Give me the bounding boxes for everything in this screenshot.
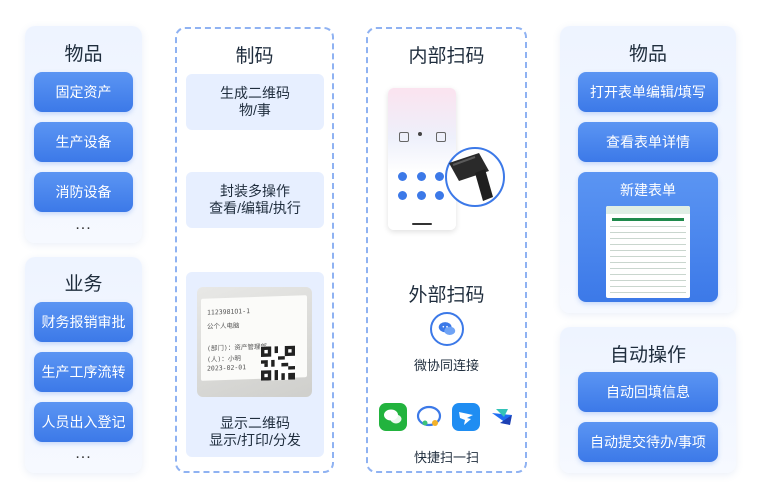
sheet-row [610,226,686,227]
internal-scan-title: 内部扫码 [408,46,485,67]
app-dot-4 [398,191,407,200]
items-title: 物品 [64,44,103,65]
fire-equipment-button[interactable]: 消防设备 [34,172,133,212]
feishu-icon[interactable] [488,403,516,431]
wechat-icon[interactable] [379,403,407,431]
sheet-row [610,244,686,245]
items-form-title: 物品 [628,44,667,65]
wechat-work-icon [430,312,464,346]
generate-qr-label: 生成二维码 [220,85,290,101]
label-line-1: 1123981O1-1 [207,307,251,317]
asset-label-paper: 1123981O1-1 公个人电脑 (部门)：资产管理部 (人)：小明 2023… [201,295,307,381]
scan-icon [399,132,409,142]
label-line-3: (部门)：资产管理部 [207,342,267,353]
production-equipment-button[interactable]: 生产设备 [34,122,133,162]
auto-fill-button[interactable]: 自动回填信息 [578,372,718,412]
fixed-assets-button[interactable]: 固定资产 [34,72,133,112]
new-form-label: 新建表单 [620,182,676,198]
sheet-row [610,238,686,239]
display-qr-sub: 显示/打印/分发 [209,432,301,448]
label-line-4: (人)：小明 [207,354,241,364]
sheet-row [610,250,686,251]
qr-code-icon [261,345,295,381]
package-ops-box: 封装多操作 查看/编辑/执行 [186,172,324,228]
auto-submit-button[interactable]: 自动提交待办/事项 [578,422,718,462]
sheet-title-bar [612,218,684,221]
list-icon [436,132,446,142]
items-more: ... [75,216,92,233]
sheet-row [610,280,686,281]
sheet-row [610,274,686,275]
barcode-scanner-icon [449,153,493,201]
app-dot-2 [417,172,426,181]
quick-scan-label: 快捷扫一扫 [413,450,479,465]
label-line-5: 2023-02-01 [207,363,247,373]
package-ops-sub: 查看/编辑/执行 [209,200,301,216]
home-indicator [412,223,432,225]
label-line-2: 公个人电脑 [207,321,240,331]
package-ops-label: 封装多操作 [220,183,290,199]
auto-ops-title: 自动操作 [609,345,686,366]
personnel-entry-button[interactable]: 人员出入登记 [34,402,133,442]
sheet-row [610,232,686,233]
auto-ops-panel: 自动操作 自动回填信息 自动提交待办/事项 [560,327,736,473]
app-dot-6 [435,191,444,200]
external-scan-title: 外部扫码 [408,285,485,306]
sheet-row [610,256,686,257]
sheet-row [610,268,686,269]
items-panel: 物品 固定资产 生产设备 消防设备 ... [25,26,142,243]
sheet-row [610,286,686,287]
share-icon [418,132,422,136]
dingtalk-icon[interactable] [452,403,480,431]
sheet-row [610,292,686,293]
qr-label-photo: 1123981O1-1 公个人电脑 (部门)：资产管理部 (人)：小明 2023… [197,287,312,397]
form-spreadsheet-preview [606,206,690,298]
business-title: 业务 [64,274,103,295]
business-panel: 业务 财务报销审批 生产工序流转 人员出入登记 ... [25,257,142,473]
qq-icon[interactable] [415,403,443,431]
chat-bubbles-icon [438,322,456,335]
expense-approval-button[interactable]: 财务报销审批 [34,302,133,342]
app-dot-1 [398,172,407,181]
encode-title: 制码 [235,46,274,67]
sheet-header [606,206,690,214]
app-dot-3 [435,172,444,181]
open-form-button[interactable]: 打开表单编辑/填写 [578,72,718,112]
wechat-connect-label: 微协同连接 [413,358,479,373]
view-form-button[interactable]: 查看表单详情 [578,122,718,162]
generate-qr-sub: 物/事 [239,102,271,118]
phone-screen-image [388,88,456,230]
generate-qr-box: 生成二维码 物/事 [186,74,324,130]
sheet-row [610,262,686,263]
production-process-button[interactable]: 生产工序流转 [34,352,133,392]
business-more: ... [75,445,92,462]
display-qr-label: 显示二维码 [220,415,290,431]
app-dot-5 [417,191,426,200]
